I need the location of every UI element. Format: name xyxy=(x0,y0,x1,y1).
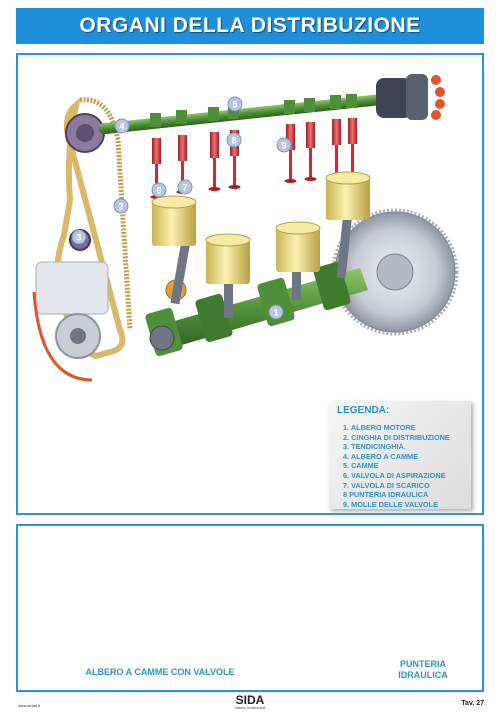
legend-item: 6. VALVOLA DI ASPIRAZIONE xyxy=(343,470,446,480)
legend-item: 1. ALBERO MOTORE xyxy=(343,423,416,432)
svg-text:1: 1 xyxy=(273,308,278,318)
legend: LEGENDA: 1. ALBERO MOTORE 2. CINGHIA DI … xyxy=(329,401,471,509)
tappet-caption-line2: IDRAULICA xyxy=(398,670,448,680)
legend-item: 2. CINGHIA DI DISTRIBUZIONE xyxy=(343,432,450,442)
tappet-caption: PUNTERIA IDRAULICA xyxy=(386,659,460,681)
legend-list: 1. ALBERO MOTORE 2. CINGHIA DI DISTRIBUZ… xyxy=(337,423,463,509)
legend-item: 7. VALVOLA DI SCARICO xyxy=(343,480,430,490)
callout-3: 3 xyxy=(71,229,87,245)
pistons xyxy=(151,171,371,284)
camshaft-pulley xyxy=(65,113,105,153)
page-title-bar: ORGANI DELLA DISTRIBUZIONE xyxy=(16,8,484,44)
callout-4: 4 xyxy=(114,118,130,134)
callout-7: 7 xyxy=(177,179,193,195)
legend-item: 4. ALBERO A CAMME xyxy=(343,451,418,461)
callout-6: 6 xyxy=(151,182,167,198)
callout-5: 5 xyxy=(227,96,243,112)
footer-brand: SIDA xyxy=(235,693,265,707)
camshaft xyxy=(98,92,398,135)
callout-9: 9 xyxy=(276,137,292,153)
svg-text:6: 6 xyxy=(156,186,161,196)
connecting-rods xyxy=(170,211,353,318)
legend-item: 8 PUNTERIA IDRAULICA xyxy=(343,490,429,500)
distributor xyxy=(376,74,445,120)
legend-item: 5. CAMME xyxy=(343,461,379,471)
camshaft-caption: ALBERO A CAMME CON VALVOLE xyxy=(85,667,235,677)
auxiliary-pump xyxy=(32,261,109,382)
flywheel xyxy=(331,208,459,336)
callout-8: 8 xyxy=(226,132,242,148)
svg-text:3: 3 xyxy=(76,233,81,243)
footer-brand-block: SIDA Sistemi Multimediali xyxy=(222,694,278,710)
svg-text:4: 4 xyxy=(119,122,124,132)
legend-item: 9. MOLLE DELLE VALVOLE xyxy=(343,499,438,509)
svg-text:9: 9 xyxy=(281,141,286,151)
bottom-illustrations-panel xyxy=(16,524,484,692)
callout-1: 1 xyxy=(268,304,284,320)
footer-plate-number: Tav. 27 xyxy=(461,700,484,707)
svg-text:5: 5 xyxy=(232,100,237,110)
page-title: ORGANI DELLA DISTRIBUZIONE xyxy=(79,14,421,37)
legend-item: 3. TENDICINGHIA. xyxy=(343,442,406,452)
footer-brand-sub: Sistemi Multimediali xyxy=(234,706,266,710)
footer-website: www.sidait.it xyxy=(18,703,41,708)
callout-2: 2 xyxy=(113,198,129,214)
svg-text:7: 7 xyxy=(182,183,187,193)
callout-markers: 1 2 3 4 5 6 7 8 9 xyxy=(71,96,292,320)
legend-title: LEGENDA: xyxy=(337,405,390,416)
svg-text:2: 2 xyxy=(118,202,123,212)
tappet-caption-line1: PUNTERIA xyxy=(399,659,446,669)
svg-text:8: 8 xyxy=(231,136,236,146)
